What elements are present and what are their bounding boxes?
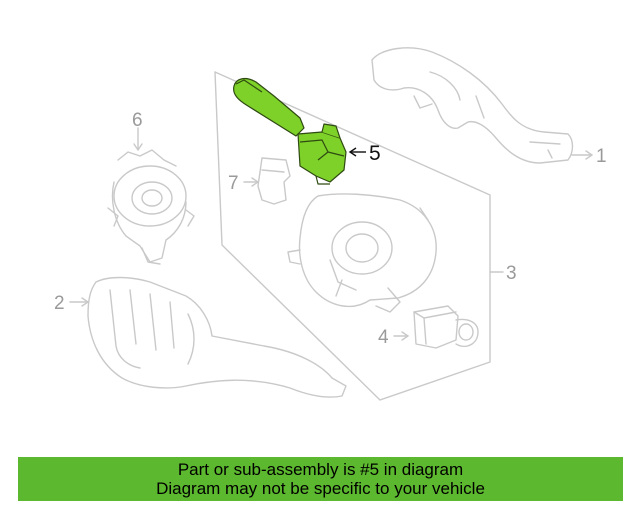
banner-line-1: Part or sub-assembly is #5 in diagram [177, 460, 464, 479]
assembly-3-outline [214, 71, 504, 401]
part-4-switch-module [393, 305, 479, 349]
callout-7: 7 [228, 173, 239, 194]
callout-2: 2 [54, 293, 65, 314]
callout-6: 6 [132, 110, 143, 131]
part-3-switch-housing [287, 193, 437, 313]
part-1-upper-shroud [371, 47, 593, 164]
callout-1: 1 [596, 146, 607, 167]
callout-4: 4 [378, 327, 389, 348]
part-7-bracket [243, 157, 291, 205]
part-2-lower-shroud [69, 276, 347, 398]
parts-diagram: 1 2 3 4 5 6 7 [54, 47, 607, 401]
callout-3: 3 [506, 263, 517, 284]
callout-5: 5 [369, 142, 381, 165]
info-banner: Part or sub-assembly is #5 in diagram Di… [18, 457, 623, 501]
part-5-leader [348, 147, 366, 157]
banner-line-2: Diagram may not be specific to your vehi… [156, 479, 485, 498]
part-6-clockspring [107, 127, 195, 265]
part-5-multifunction-switch [233, 77, 347, 185]
